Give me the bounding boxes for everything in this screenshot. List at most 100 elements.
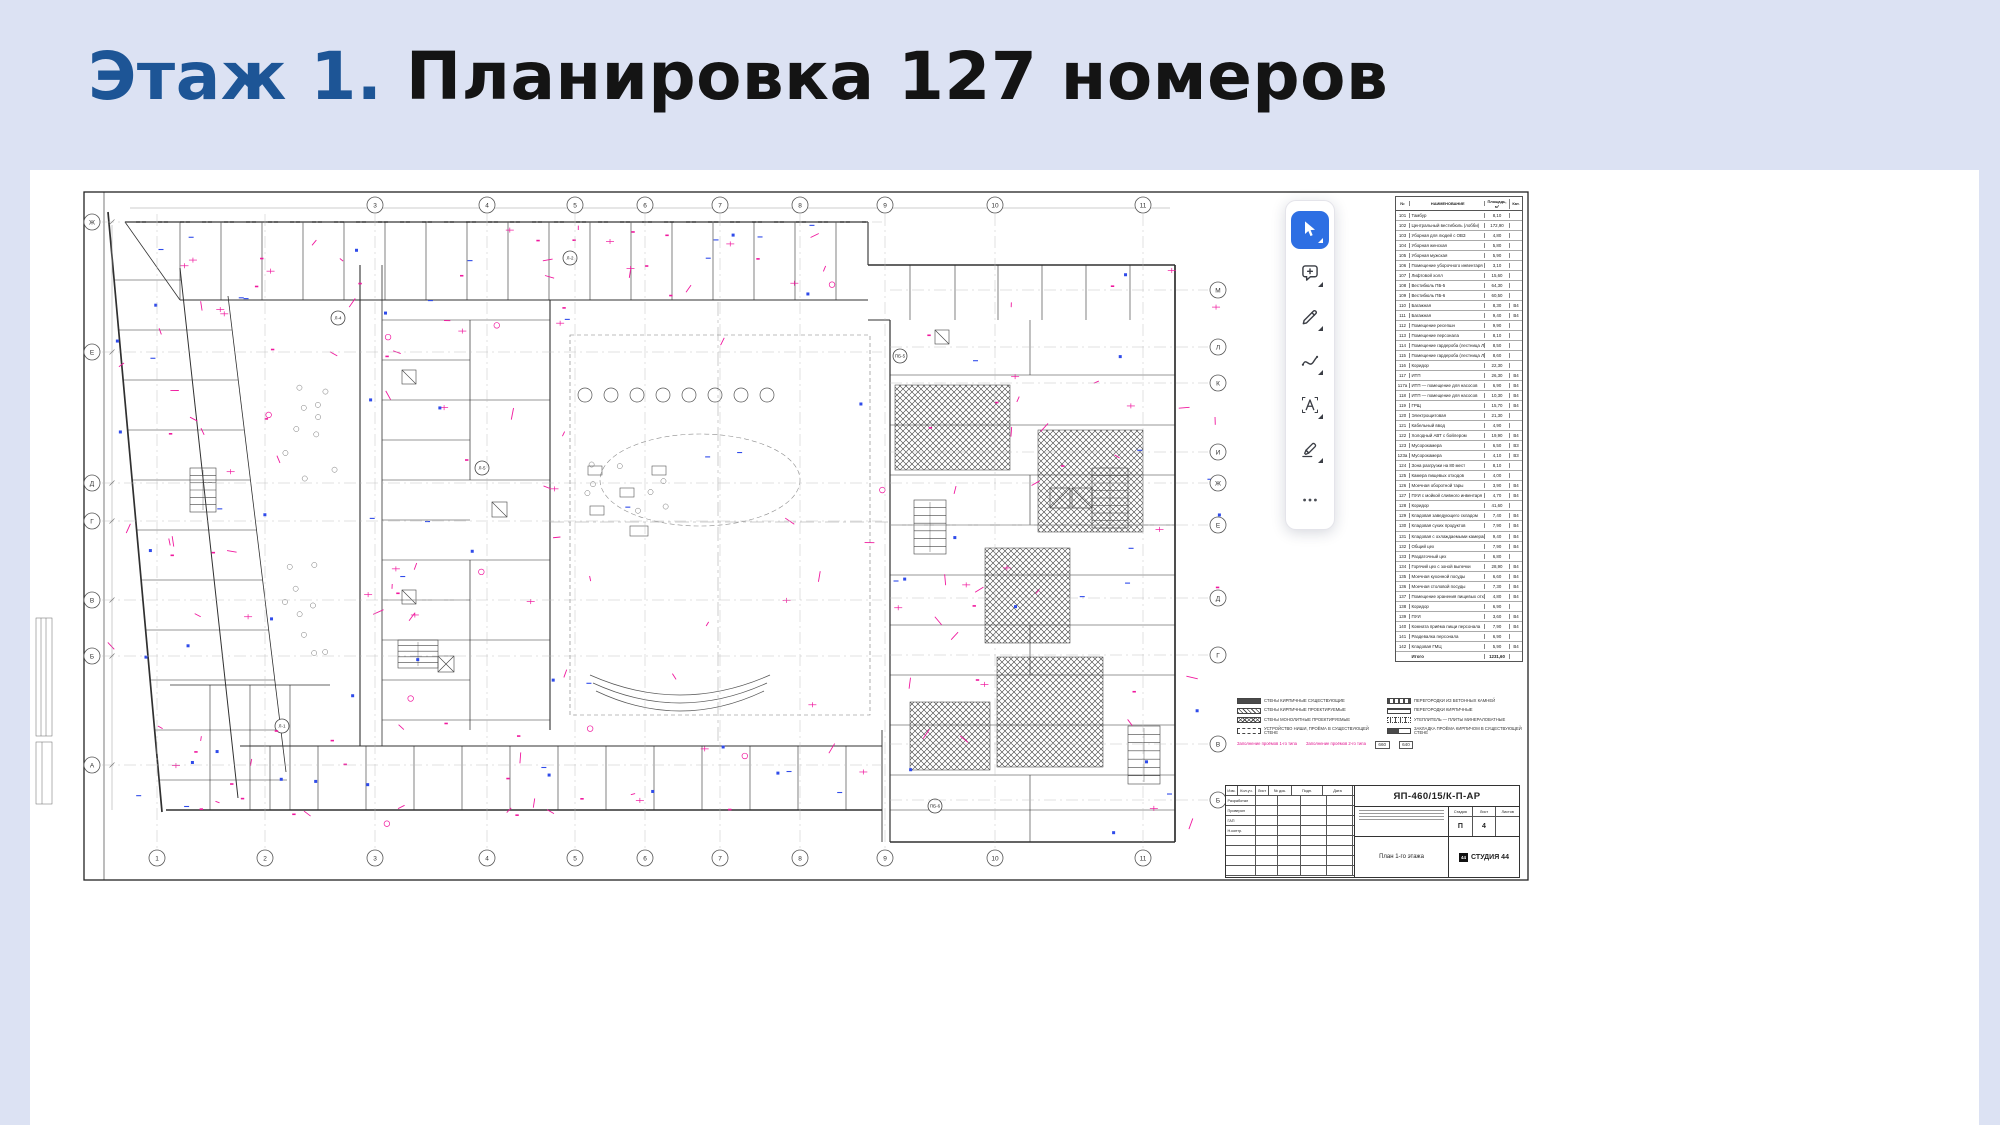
legend-swatch-icon — [1387, 698, 1411, 704]
legend-item: СТЕНЫ МОНОЛИТНЫЕ ПРОЕКТИРУЕМЫЕ — [1237, 717, 1375, 723]
axis-bubble: 10 — [986, 849, 1004, 867]
svg-text:Л-2: Л-2 — [567, 256, 574, 261]
svg-text:5: 5 — [573, 202, 577, 209]
curve-icon — [1300, 351, 1320, 374]
axis-bubble: М — [1209, 281, 1227, 299]
svg-text:Д: Д — [1216, 595, 1221, 602]
axis-bubble: 6 — [636, 196, 654, 214]
title-accent: Этаж 1. — [88, 38, 383, 115]
axis-bubble: Г — [1209, 646, 1227, 664]
legend-pink-note: Заполнение проёмов 1-го типа — [1237, 741, 1297, 747]
axis-bubble: В — [1209, 735, 1227, 753]
axis-bubble: 7 — [711, 196, 729, 214]
legend-pink-note: Заполнение проёмов 2-го типа — [1305, 741, 1366, 747]
axis-bubble: 5 — [566, 849, 584, 867]
axis-bubble: 11 — [1134, 196, 1152, 214]
title-rest: Планировка 127 номеров — [382, 38, 1389, 115]
axis-bubble: Б — [1209, 791, 1227, 809]
legend-number-box: 640 — [1398, 740, 1414, 749]
svg-text:Л-1: Л-1 — [279, 724, 286, 729]
legend-item: СТЕНЫ КИРПИЧНЫЕ СУЩЕСТВУЮЩИЕ — [1237, 698, 1375, 704]
axis-bubble: Ж — [83, 213, 101, 231]
submenu-corner-icon — [1318, 414, 1323, 419]
pencil-icon — [1300, 307, 1320, 330]
legend-item: СТЕНЫ КИРПИЧНЫЕ ПРОЕКТИРУЕМЫЕ — [1237, 707, 1375, 714]
sheet-label: Лист — [1473, 807, 1497, 816]
courtyard — [550, 302, 888, 742]
svg-text:11: 11 — [1140, 855, 1147, 862]
svg-text:Г: Г — [90, 518, 94, 525]
text-tool-button[interactable] — [1291, 387, 1329, 425]
axis-bubble: 8 — [791, 196, 809, 214]
axis-bubble: Д — [1209, 589, 1227, 607]
svg-text:1: 1 — [155, 855, 159, 862]
axis-bubble: И — [1209, 443, 1227, 461]
svg-text:Л-5: Л-5 — [479, 466, 486, 471]
legend-item: ПЕРЕГОРОДКИ КИРПИЧНЫЕ — [1387, 707, 1525, 714]
highlighter-tool-button[interactable] — [1291, 431, 1329, 469]
svg-text:11: 11 — [1140, 202, 1147, 209]
svg-text:10: 10 — [991, 855, 999, 862]
more-tool-button[interactable] — [1291, 482, 1329, 520]
submenu-corner-icon — [1318, 238, 1323, 243]
svg-text:В: В — [1216, 741, 1220, 748]
svg-text:А: А — [90, 762, 95, 769]
legend-item: УСТРОЙСТВО НИШИ, ПРОЁМА В СУЩЕСТВУЮЩЕЙ С… — [1237, 726, 1375, 736]
text-icon — [1300, 395, 1320, 418]
submenu-corner-icon — [1318, 326, 1323, 331]
axis-bubble: Е — [1209, 516, 1227, 534]
axis-bubble: Ж — [1209, 474, 1227, 492]
svg-text:3: 3 — [373, 202, 377, 209]
comment-tool-button[interactable] — [1291, 255, 1329, 293]
svg-text:7: 7 — [718, 855, 722, 862]
walls — [107, 211, 1176, 843]
svg-text:Л-4: Л-4 — [335, 316, 342, 321]
svg-text:8: 8 — [798, 855, 802, 862]
pencil-tool-button[interactable] — [1291, 299, 1329, 337]
hatched-zones — [894, 384, 1144, 771]
axis-bubble: 5 — [566, 196, 584, 214]
legend-item: ПЕРЕГОРОДКИ ИЗ БЕТОННЫХ КАМНЕЙ — [1387, 698, 1525, 704]
svg-text:4: 4 — [485, 202, 489, 209]
plan-tag: Л-5 — [474, 460, 490, 476]
submenu-corner-icon — [1318, 458, 1323, 463]
schedule-header: № — [1396, 201, 1410, 206]
axis-bubble: 2 — [256, 849, 274, 867]
curve-tool-button[interactable] — [1291, 343, 1329, 381]
svg-text:И: И — [1216, 449, 1221, 456]
schedule-header: Кат. — [1512, 201, 1520, 206]
svg-text:9: 9 — [883, 855, 887, 862]
svg-text:10: 10 — [991, 202, 999, 209]
axis-bubble: 9 — [876, 196, 894, 214]
schedule-header: Площадь, м² — [1485, 198, 1510, 209]
select-tool-button[interactable] — [1291, 211, 1329, 249]
svg-text:К: К — [1216, 380, 1220, 387]
svg-text:Д: Д — [90, 480, 95, 487]
svg-text:Г: Г — [1216, 652, 1220, 659]
submenu-corner-icon — [1318, 282, 1323, 287]
legend: СТЕНЫ КИРПИЧНЫЕ СУЩЕСТВУЮЩИЕ СТЕНЫ КИРПИЧ… — [1237, 698, 1525, 784]
axis-bubble: 4 — [478, 849, 496, 867]
studio-logo-icon: 44 — [1459, 852, 1469, 862]
legend-swatch-icon — [1237, 707, 1261, 714]
axis-bubble: 7 — [711, 849, 729, 867]
